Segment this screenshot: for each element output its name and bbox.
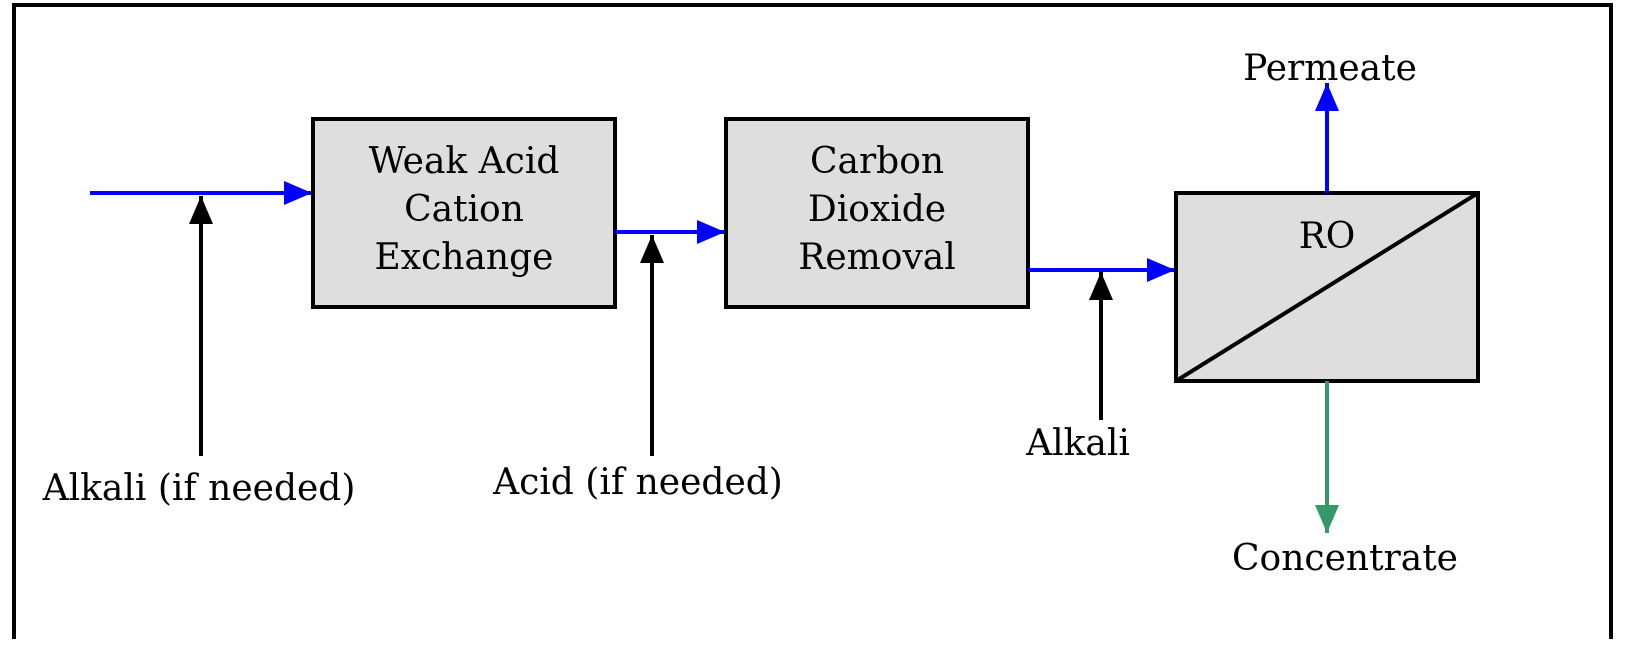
co2-label-line-3: Removal [798, 237, 956, 278]
co2-removal-box [724, 117, 1030, 309]
concentrate-label: Concentrate [1232, 538, 1458, 579]
wac-label-line-3: Exchange [375, 237, 554, 278]
ro-label: RO [1299, 216, 1356, 257]
co2-label-line-2: Dioxide [808, 189, 946, 230]
co2-label-line-1: Carbon [810, 141, 944, 182]
permeate-label: Permeate [1243, 48, 1417, 89]
alkali-if-needed-label: Alkali (if needed) [42, 468, 356, 509]
acid-if-needed-label: Acid (if needed) [492, 462, 783, 503]
wac-box [311, 117, 617, 309]
wac-label-line-1: Weak Acid [369, 141, 560, 182]
ro-membrane-line [1174, 191, 1480, 383]
wac-label-line-2: Cation [404, 189, 524, 230]
alkali-label: Alkali [1025, 423, 1130, 464]
diagram-frame [12, 3, 1613, 639]
